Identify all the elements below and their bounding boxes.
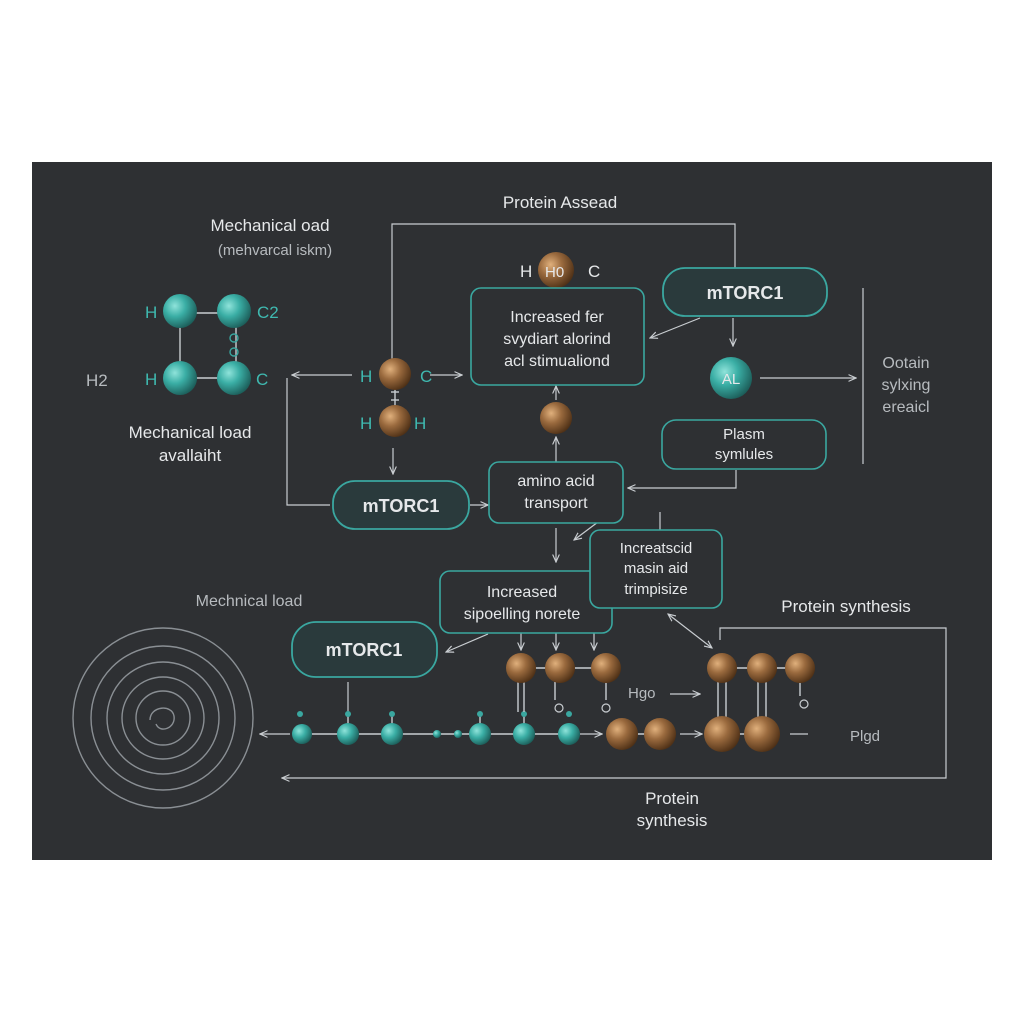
mechanical-load-caption-2: avallaiht xyxy=(159,446,222,465)
box-line: Increatscid xyxy=(620,540,693,557)
atom-label: H xyxy=(360,414,372,433)
box-amino-transport: amino acid transport xyxy=(488,461,624,524)
box-line: sipoelling norete xyxy=(464,606,581,623)
atom-label: H xyxy=(520,262,532,281)
atom-label: H xyxy=(145,370,157,389)
atom-label: C2 xyxy=(257,303,279,322)
box-increased-signal: Increased sipoelling norete xyxy=(439,570,613,634)
atom-label: H0 xyxy=(545,264,564,281)
teal-atom xyxy=(558,723,580,745)
pill-mtorc1-top: mTORC1 xyxy=(662,267,828,317)
atom-label: H xyxy=(414,414,426,433)
brown-atom xyxy=(747,653,777,683)
brown-chain-lower xyxy=(606,718,676,750)
brown-atom xyxy=(606,718,638,750)
mechanical-load-heading: Mechanical oad xyxy=(210,216,329,235)
teal-atom xyxy=(292,724,312,744)
brown-atom xyxy=(379,358,411,390)
center-molecule: H H0 C H C H H xyxy=(360,252,600,437)
pill-label: mTORC1 xyxy=(363,496,440,516)
bottom-caption: Protein xyxy=(645,789,699,808)
box-line: Plasm xyxy=(723,426,765,443)
box-line: Increased xyxy=(487,584,557,601)
box-line: trimpisize xyxy=(624,581,687,598)
brown-chain-upper xyxy=(506,653,621,713)
atom-label: H xyxy=(360,367,372,386)
protein-synthesis-label: Protein synthesis xyxy=(781,597,910,616)
brown-atom xyxy=(644,718,676,750)
box-line: acl stimualiond xyxy=(504,353,610,370)
box-line: symlules xyxy=(715,446,773,463)
brown-atom xyxy=(379,405,411,437)
mechanical-load-caption: Mechanical load xyxy=(129,423,252,442)
mechanical-load-label: Mechnical load xyxy=(196,593,303,610)
mechanical-load-subheading: (mehvarcal iskm) xyxy=(218,242,332,259)
brown-atom xyxy=(591,653,621,683)
hgo-label: Hgo xyxy=(628,685,656,702)
pill-label: mTORC1 xyxy=(326,640,403,660)
teal-atom xyxy=(454,730,462,738)
brown-atom xyxy=(704,716,740,752)
atom-label: C xyxy=(420,367,432,386)
brown-chain-right xyxy=(704,653,815,752)
box-line: svydiart alorind xyxy=(503,331,611,348)
pill-mtorc1-mid: mTORC1 xyxy=(332,480,470,530)
brown-atom xyxy=(540,402,572,434)
box-line: Increased fer xyxy=(510,309,604,326)
teal-chain xyxy=(292,711,580,745)
spiral-icon xyxy=(72,627,254,809)
teal-atom xyxy=(163,361,197,395)
box-line: masin aid xyxy=(624,560,688,577)
teal-atom xyxy=(433,730,441,738)
box-increased-acid: Increatscid masin aid trimpisize xyxy=(589,529,723,609)
right-text-line: Ootain xyxy=(882,355,929,372)
plgd-label: Plgd xyxy=(850,728,880,745)
box-line: transport xyxy=(524,495,588,512)
diagram-title: Protein Assead xyxy=(503,193,617,212)
teal-atom xyxy=(163,294,197,328)
box-plasm: Plasm symlules xyxy=(661,419,827,470)
teal-atom xyxy=(513,723,535,745)
teal-atom xyxy=(217,361,251,395)
brown-atom xyxy=(707,653,737,683)
brown-atom xyxy=(744,716,780,752)
box-increased-for: Increased fer svydiart alorind acl stimu… xyxy=(470,287,645,386)
teal-atom xyxy=(217,294,251,328)
brown-atom xyxy=(506,653,536,683)
brown-atom xyxy=(538,252,574,288)
brown-atom xyxy=(785,653,815,683)
box-line: amino acid xyxy=(517,473,594,490)
pill-mtorc1-low: mTORC1 xyxy=(291,621,438,678)
right-text-line: ereaicl xyxy=(882,399,929,416)
brown-atom xyxy=(545,653,575,683)
atom-label: C xyxy=(588,262,600,281)
atom-label: C xyxy=(256,370,268,389)
al-node: AL xyxy=(710,357,752,399)
connectors xyxy=(260,223,947,778)
top-left-molecule: H C2 H C H2 xyxy=(86,294,279,395)
h2-label: H2 xyxy=(86,371,108,390)
atom-label: H xyxy=(145,303,157,322)
teal-atom xyxy=(337,723,359,745)
pill-label: mTORC1 xyxy=(707,283,784,303)
right-text-line: sylxing xyxy=(882,377,931,394)
teal-atom xyxy=(381,723,403,745)
teal-atom xyxy=(469,723,491,745)
al-label: AL xyxy=(722,371,740,388)
bottom-caption-2: synthesis xyxy=(637,811,708,830)
